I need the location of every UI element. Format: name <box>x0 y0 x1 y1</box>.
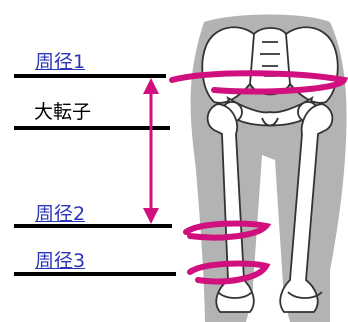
label-circumference-3[interactable]: 周径3 <box>35 250 85 272</box>
double-arrow-icon <box>143 78 159 224</box>
label-circumference-1[interactable]: 周径1 <box>35 51 85 73</box>
label-circumference-2[interactable]: 周径2 <box>35 203 85 225</box>
label-greater-trochanter: 大転子 <box>34 101 91 123</box>
